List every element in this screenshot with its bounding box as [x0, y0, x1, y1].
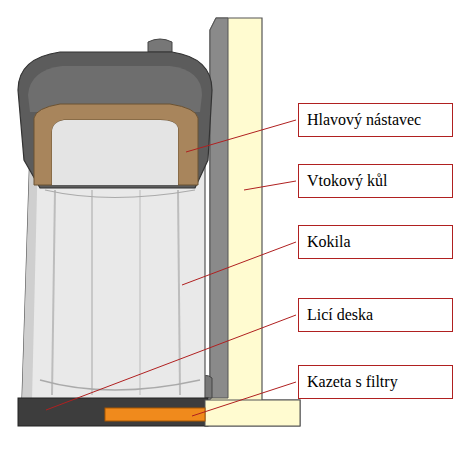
head-piece: [18, 39, 212, 188]
sprue-pipe: [200, 18, 300, 426]
part-name: Licí deska: [307, 305, 373, 324]
callout-box: Vtokový kůl: [298, 164, 453, 198]
part-name: Kokila: [307, 232, 351, 251]
part-name: Hlavový nástavec: [307, 110, 421, 129]
part-name: Kazeta s filtry: [307, 372, 398, 391]
callout-box: Kokila: [298, 225, 453, 259]
callout-box: Licí deska: [298, 298, 453, 332]
leader-lines: [46, 120, 296, 416]
callout-box: Kazeta s filtry: [298, 365, 453, 399]
part-name: Vtokový kůl: [307, 171, 387, 190]
callout-box: Hlavový nástavec: [298, 103, 453, 137]
filter-cassette: [105, 408, 205, 421]
base-plate: [18, 398, 300, 426]
